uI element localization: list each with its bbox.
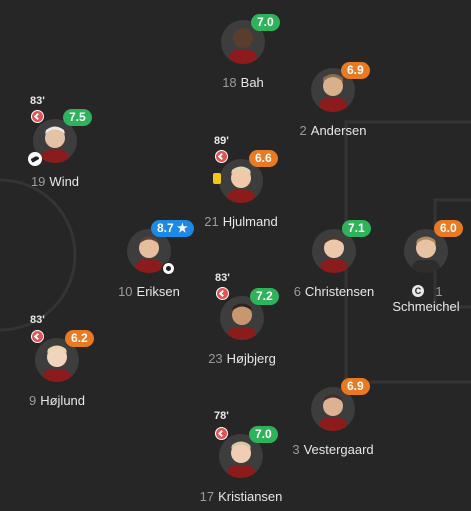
sub-time: 83'	[30, 314, 45, 326]
sub-time: 78'	[214, 410, 229, 422]
goal-ball-icon	[162, 262, 175, 275]
player-number: 10	[118, 284, 133, 299]
player-number: 9	[28, 393, 37, 408]
rating-badge: 7.5	[63, 109, 92, 126]
player-label: Schmeichel	[366, 299, 471, 314]
player-name: Wind	[49, 174, 80, 189]
player-number: 2	[299, 123, 307, 138]
player-number: 3	[292, 442, 300, 457]
player-number: 23	[208, 351, 223, 366]
player-label: 1	[381, 284, 471, 299]
player-photo	[219, 159, 263, 203]
rating-badge: 6.0	[434, 220, 463, 237]
player-photo	[311, 387, 355, 431]
rating-badge: 6.2	[65, 330, 94, 347]
sub-time: 83'	[30, 95, 45, 107]
substitution-icon	[215, 150, 228, 163]
rating-badge: 7.2	[250, 288, 279, 305]
player-photo	[312, 229, 356, 273]
rating-badge: 6.9	[341, 378, 370, 395]
rating-badge: 7.0	[251, 14, 280, 31]
substitution-icon	[31, 330, 44, 343]
player-name: Schmeichel	[392, 299, 460, 314]
player-name: Højlund	[40, 393, 86, 408]
player-name: Bah	[240, 75, 264, 90]
substitution-icon	[31, 110, 44, 123]
rating-badge: 7.1	[342, 220, 371, 237]
assist-boot-icon	[28, 152, 42, 166]
sub-time: 89'	[214, 135, 229, 147]
rating-badge: 6.9	[341, 62, 370, 79]
player-photo	[33, 119, 77, 163]
player-number: 1	[435, 284, 443, 299]
player-name: Eriksen	[136, 284, 180, 299]
player-number: 18	[222, 75, 237, 90]
player-number: 17	[199, 489, 215, 504]
player-photo	[35, 338, 79, 382]
player-number: 19	[30, 174, 46, 189]
player-name: Christensen	[304, 284, 375, 299]
yellow-card-icon	[213, 173, 221, 184]
captain-icon: C	[412, 285, 424, 297]
substitution-icon	[216, 287, 229, 300]
substitution-icon	[215, 427, 228, 440]
player-name: Hjulmand	[222, 214, 278, 229]
player-number: 21	[204, 214, 219, 229]
player-name: Kristiansen	[218, 489, 283, 504]
player-name: Vestergaard	[303, 442, 374, 457]
rating-badge: 8.7 ★	[151, 220, 194, 237]
player-number: 6	[293, 284, 301, 299]
player-name: Andersen	[310, 123, 367, 138]
player-name: Højbjerg	[226, 351, 276, 366]
rating-badge: 6.6	[249, 150, 278, 167]
rating-badge: 7.0	[249, 426, 278, 443]
sub-time: 83'	[215, 272, 230, 284]
